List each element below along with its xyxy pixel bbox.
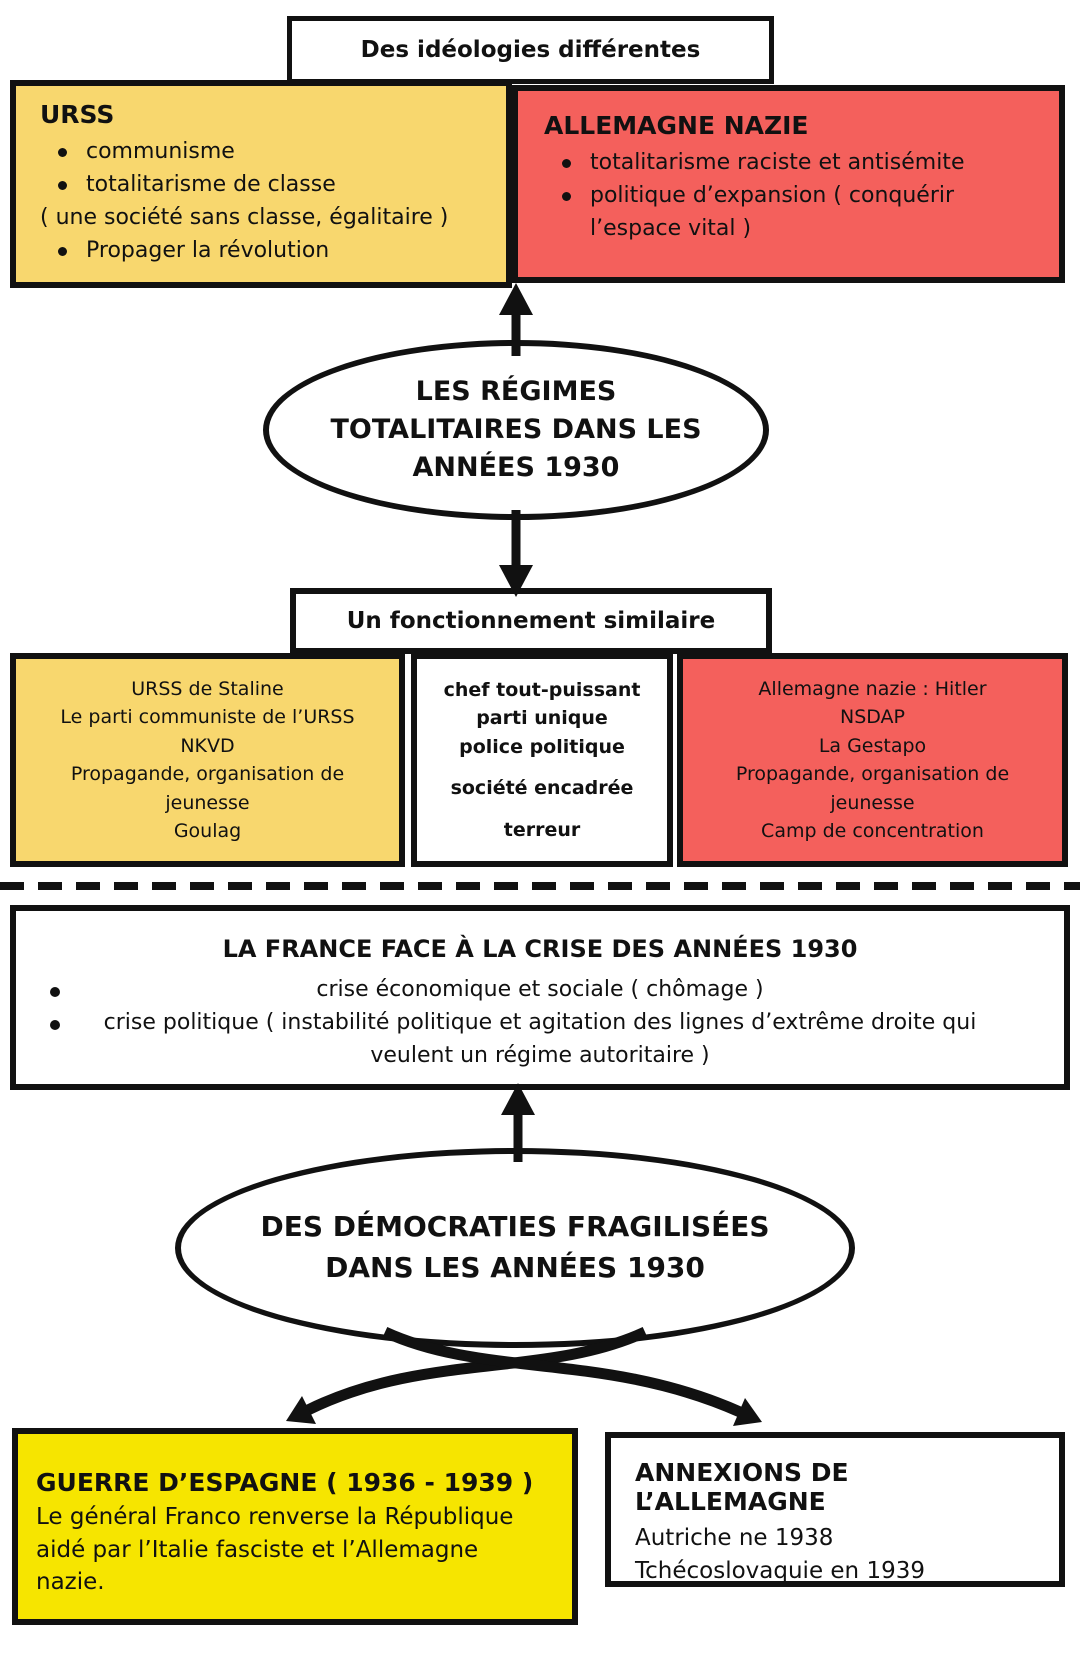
common-functioning-line: terreur (503, 818, 581, 841)
ussr-ideology-note: ( une société sans classe, égalitaire ) (40, 205, 449, 230)
nazi-germany-ideology-box: ALLEMAGNE NAZIE totalitarisme raciste et… (512, 85, 1065, 283)
common-functioning-line: société encadrée (450, 777, 634, 800)
dashed-divider (0, 882, 1080, 890)
nazi-germany-functioning-line: Propagande, organisation de jeunesse (735, 763, 1010, 814)
arrow-down-to-functioning (499, 510, 533, 597)
weakened-democracies-title: DES DÉMOCRATIES FRAGILISÉES DANS LES ANN… (260, 1210, 770, 1284)
nazi-germany-ideology-title: ALLEMAGNE NAZIE (544, 111, 809, 140)
nazi-germany-functioning-line: Allemagne nazie : Hitler (758, 677, 987, 700)
ussr-functioning-line: Goulag (173, 820, 242, 842)
different-ideologies-label-box: Des idéologies différentes (287, 16, 774, 84)
germany-annexations-line: Autriche ne 1938 (635, 1525, 834, 1551)
spanish-war-body: Le général Franco renverse la République… (36, 1504, 514, 1596)
common-functioning-line: parti unique (476, 707, 608, 730)
similar-functioning-label-box: Un fonctionnement similaire (290, 588, 772, 654)
france-crisis-bullet: crise politique ( instabilité politique … (46, 1006, 1034, 1072)
france-crisis-bullet: crise économique et sociale ( chômage ) (46, 973, 1034, 1006)
nazi-germany-ideology-bullet: totalitarisme raciste et antisémite (544, 146, 1039, 179)
france-crisis-title: LA FRANCE FACE À LA CRISE DES ANNÉES 193… (222, 935, 858, 963)
ussr-functioning-box: URSS de Staline Le parti communiste de l… (10, 653, 405, 867)
nazi-germany-functioning-line: La Gestapo (818, 734, 927, 757)
weakened-democracies-ellipse: DES DÉMOCRATIES FRAGILISÉES DANS LES ANN… (175, 1148, 855, 1348)
totalitarian-regimes-ellipse: LES RÉGIMES TOTALITAIRES DANS LES ANNÉES… (263, 340, 769, 520)
nazi-germany-functioning-box: Allemagne nazie : Hitler NSDAP La Gestap… (677, 653, 1068, 867)
nazi-germany-functioning-line: Camp de concentration (761, 820, 984, 842)
ussr-ideology-bullet: communisme (40, 135, 482, 168)
france-crisis-box: LA FRANCE FACE À LA CRISE DES ANNÉES 193… (10, 905, 1070, 1090)
ussr-ideology-bullet: Propager la révolution (40, 234, 482, 267)
germany-annexations-box: ANNEXIONS DE L’ALLEMAGNE Autriche ne 193… (605, 1432, 1065, 1587)
totalitarian-regimes-title: LES RÉGIMES TOTALITAIRES DANS LES ANNÉES… (330, 376, 702, 483)
similar-functioning-label: Un fonctionnement similaire (346, 608, 716, 634)
ussr-ideology-bullet: totalitarisme de classe (40, 168, 482, 201)
nazi-germany-functioning-line: NSDAP (839, 706, 906, 728)
ussr-ideology-box: URSS communisme totalitarisme de classe … (10, 80, 512, 288)
spanish-war-box: GUERRE D’ESPAGNE ( 1936 - 1939 ) Le géné… (12, 1428, 578, 1625)
common-functioning-box: chef tout-puissant parti unique police p… (411, 653, 673, 867)
ussr-functioning-line: NKVD (180, 734, 235, 757)
ussr-functioning-line: URSS de Staline (131, 677, 284, 700)
germany-annexations-line: Tchécoslovaquie en 1939 (635, 1558, 925, 1585)
common-functioning-line: police politique (459, 735, 625, 758)
common-functioning-line: chef tout-puissant (443, 678, 641, 701)
germany-annexations-title: ANNEXIONS DE L’ALLEMAGNE (635, 1458, 849, 1516)
spanish-war-title: GUERRE D’ESPAGNE ( 1936 - 1939 ) (36, 1468, 534, 1497)
ussr-ideology-title: URSS (40, 100, 115, 129)
ussr-functioning-line: Propagande, organisation de jeunesse (70, 763, 345, 814)
ussr-functioning-line: Le parti communiste de l’URSS (60, 706, 355, 728)
nazi-germany-ideology-bullet: politique d’expansion ( conquérir l’espa… (544, 179, 1039, 245)
different-ideologies-label: Des idéologies différentes (360, 37, 701, 63)
